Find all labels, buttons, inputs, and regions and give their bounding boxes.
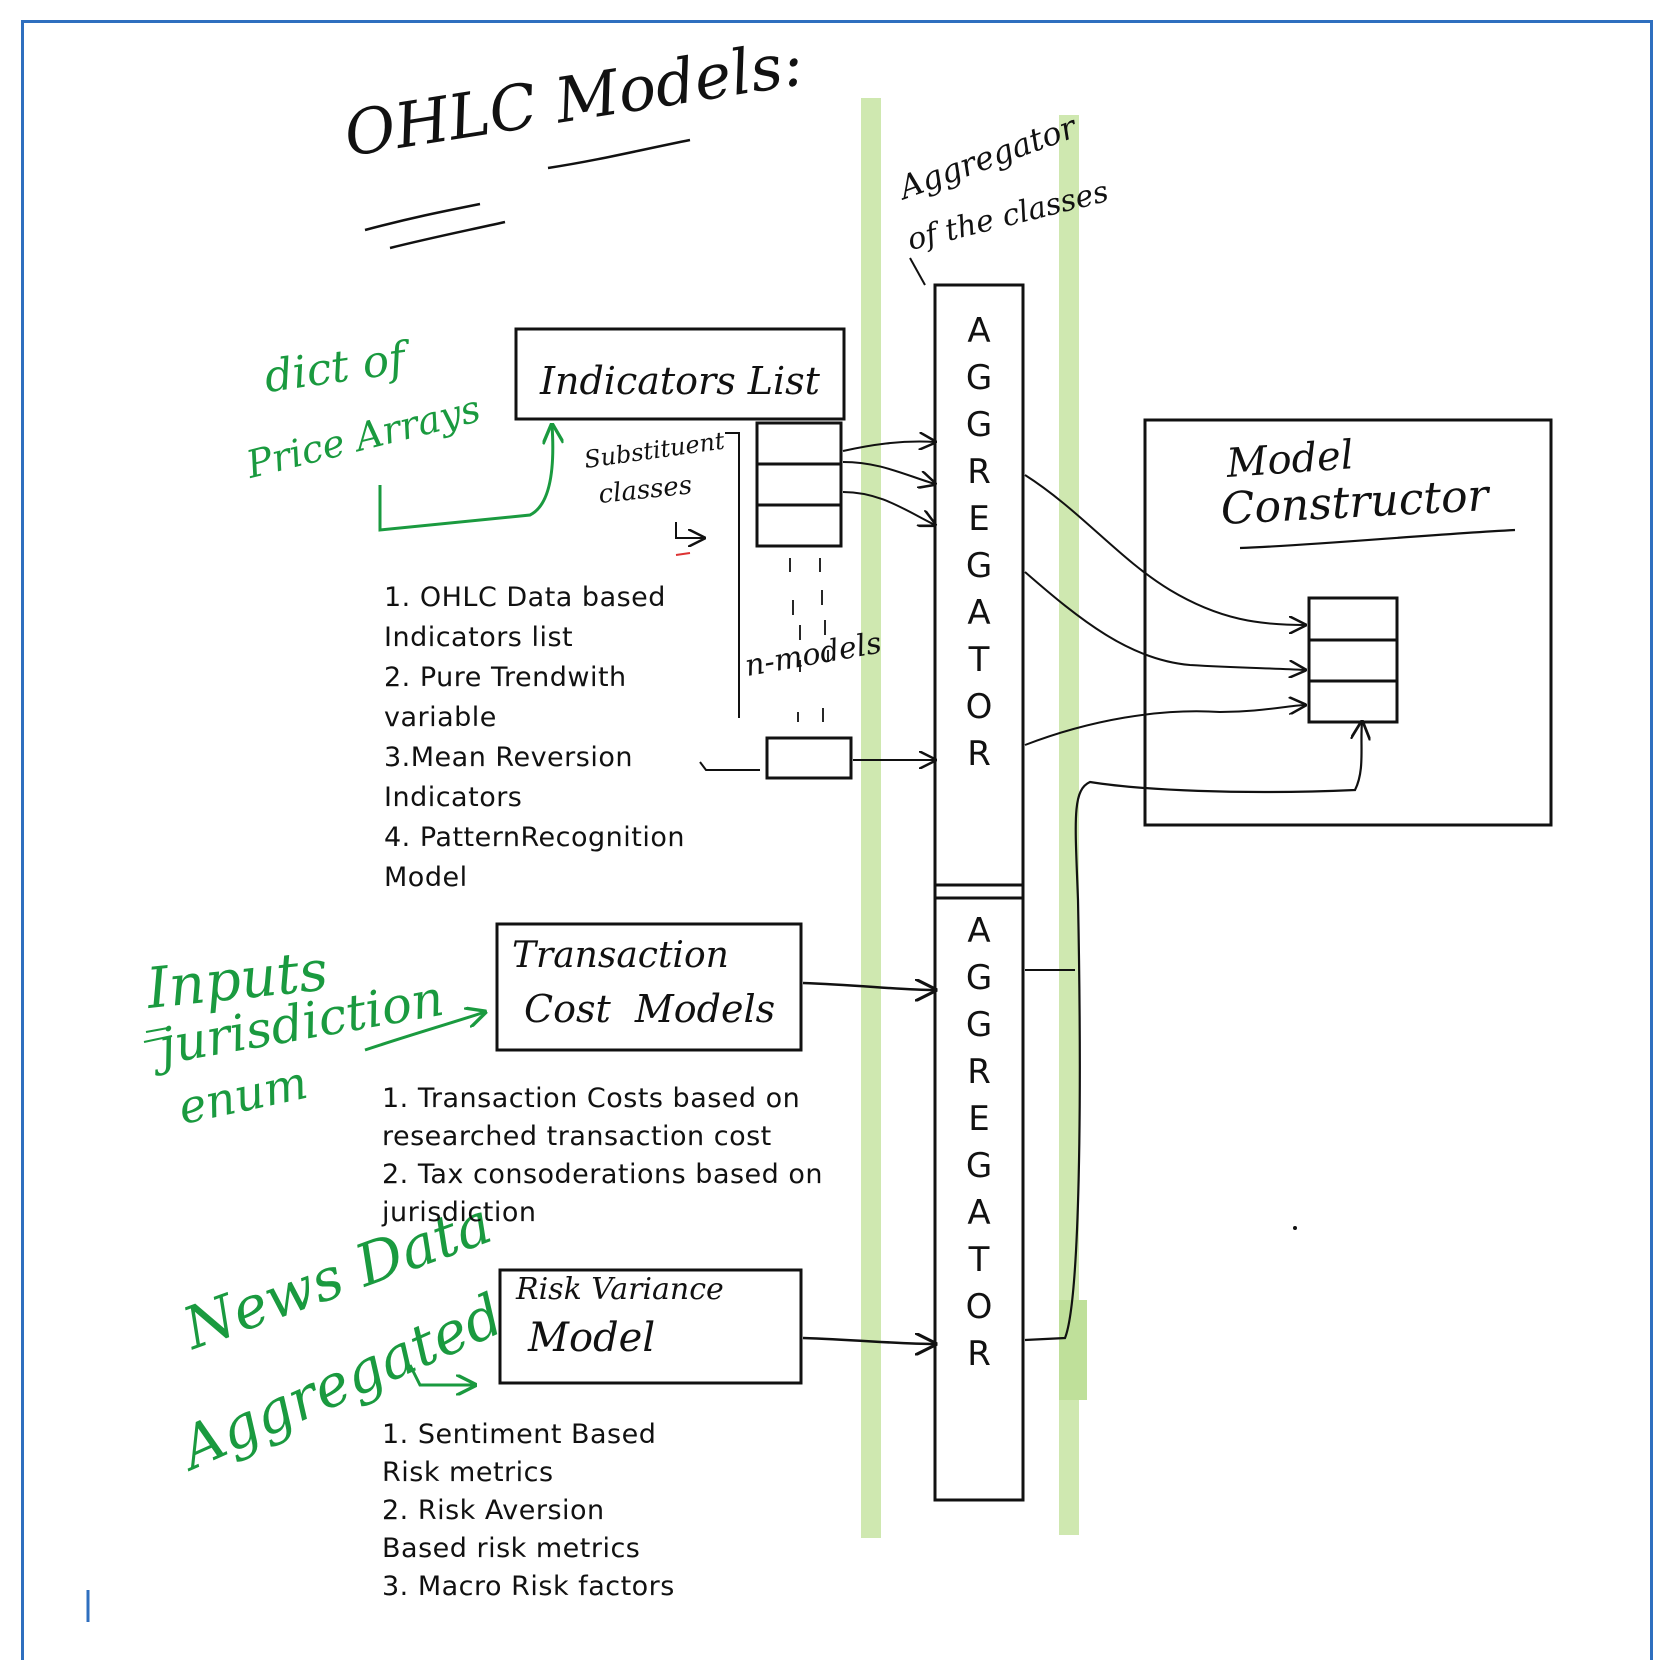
list-item: Indicators — [384, 782, 523, 813]
list-item: Model — [384, 862, 468, 893]
inputs-arrow — [364, 1012, 485, 1052]
list-item: 4. PatternRecognition — [384, 822, 685, 853]
list-item: 1. OHLC Data based — [384, 582, 666, 613]
diagram-canvas: OHLC Models: Aggregator of the classes A… — [21, 20, 1653, 1660]
constructor-stack — [1307, 596, 1399, 724]
list-item: Based risk metrics — [382, 1533, 641, 1564]
list-item: 2. Tax consoderations based on — [382, 1159, 824, 1190]
list-item: jurisdiction — [382, 1197, 537, 1228]
list-item: Risk metrics — [382, 1457, 554, 1488]
risk-box-line1: Risk Variance — [516, 1272, 724, 1307]
news-arrow — [408, 1364, 475, 1385]
indicators-box[interactable] — [514, 327, 846, 421]
list-item: researched transaction cost — [382, 1121, 772, 1152]
list-item: 3. Macro Risk factors — [382, 1571, 675, 1602]
transaction-box[interactable] — [495, 922, 803, 1052]
title-underline-3 — [389, 220, 506, 250]
substituent-bracket — [725, 432, 740, 718]
price-arrays-arrow — [378, 425, 553, 532]
list-item: 2. Risk Aversion — [382, 1495, 605, 1526]
list-item: 1. Sentiment Based — [382, 1419, 657, 1450]
aggregator-note-pointer — [909, 257, 926, 286]
risk-list: 1. Sentiment Based Risk metrics 2. Risk … — [382, 1416, 675, 1606]
constructor-box[interactable] — [1143, 418, 1553, 827]
list-item: Indicators list — [384, 622, 574, 653]
transaction-box-line1: Transaction — [512, 935, 729, 976]
list-item: variable — [384, 702, 497, 733]
transaction-list: 1. Transaction Costs based on researched… — [382, 1080, 823, 1232]
constructor-box-line1: Model — [1225, 432, 1356, 487]
indicators-box-label: Indicators List — [540, 359, 820, 403]
title-underline-2 — [364, 202, 481, 232]
title-underline-1 — [547, 138, 691, 170]
highlight-left — [861, 98, 881, 1538]
aggregator-label-bottom: A G G R E G A T O R — [965, 911, 993, 1374]
substituent-stack — [755, 421, 843, 548]
indicators-list: 1. OHLC Data based Indicators list 2. Pu… — [384, 578, 685, 898]
highlight-right — [1059, 115, 1079, 1535]
page-frame — [21, 20, 1653, 1660]
aggregator-column-bottom — [933, 883, 1025, 1502]
risk-box-line2: Model — [528, 1315, 656, 1361]
transaction-box-line2: Cost Models — [524, 987, 776, 1031]
list-item: 2. Pure Trendwith — [384, 662, 627, 693]
list-item: 3.Mean Reversion — [384, 742, 633, 773]
aggregator-label-top: A G G R E G A T O R — [965, 311, 993, 774]
risk-box[interactable] — [498, 1268, 803, 1385]
list-item: 1. Transaction Costs based on — [382, 1083, 801, 1114]
highlight-right-lower — [1059, 1300, 1087, 1400]
nth-model-box — [765, 736, 853, 780]
diagram-lines — [86, 98, 1553, 1622]
